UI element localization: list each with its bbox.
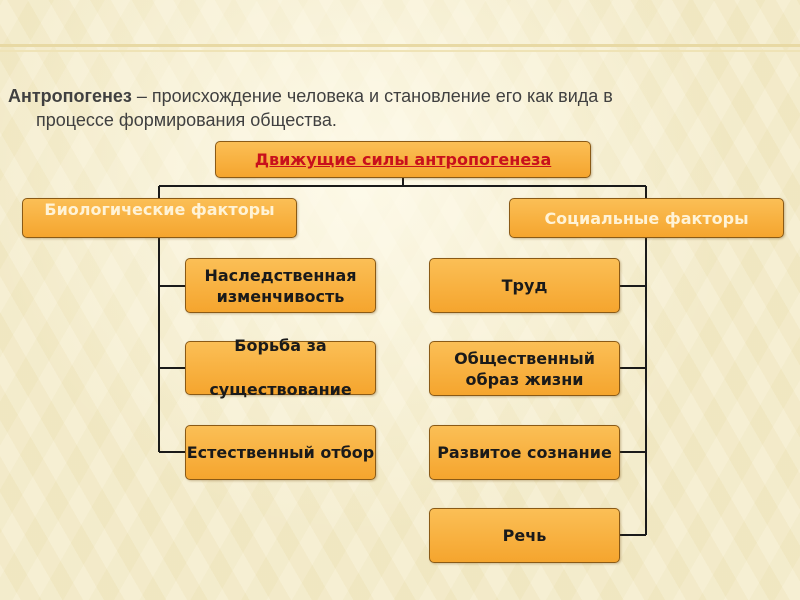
intro-term: Антропогенез — [8, 86, 132, 106]
struggle-line-2: существование — [209, 380, 352, 399]
developed-consciousness-node: Развитое сознание — [429, 425, 620, 480]
social-factors-node: Социальные факторы — [509, 198, 784, 238]
struggle-line-1: Борьба за — [234, 336, 327, 355]
natural-selection-node: Естественный отбор — [185, 425, 376, 480]
labor-node: Труд — [429, 258, 620, 313]
decorative-stripe — [0, 50, 800, 52]
intro-line-2: процессе формирования общества. — [36, 110, 337, 130]
struggle-for-existence-node: Борьба за существование — [185, 336, 376, 399]
intro-text: Антропогенез – происхождение человека и … — [8, 84, 748, 132]
speech-node: Речь — [429, 508, 620, 563]
intro-definition: – происхождение человека и становление е… — [131, 86, 613, 106]
decorative-stripe — [0, 44, 800, 47]
social-lifestyle-node: Общественный образ жизни — [429, 341, 620, 396]
diagram-root-node: Движущие силы антропогенеза — [215, 141, 591, 178]
heredity-variability-node: Наследственная изменчивость — [185, 258, 376, 313]
biological-factors-node: Биологические факторы — [22, 198, 297, 238]
intro-line-1: Антропогенез – происхождение человека и … — [8, 84, 748, 108]
